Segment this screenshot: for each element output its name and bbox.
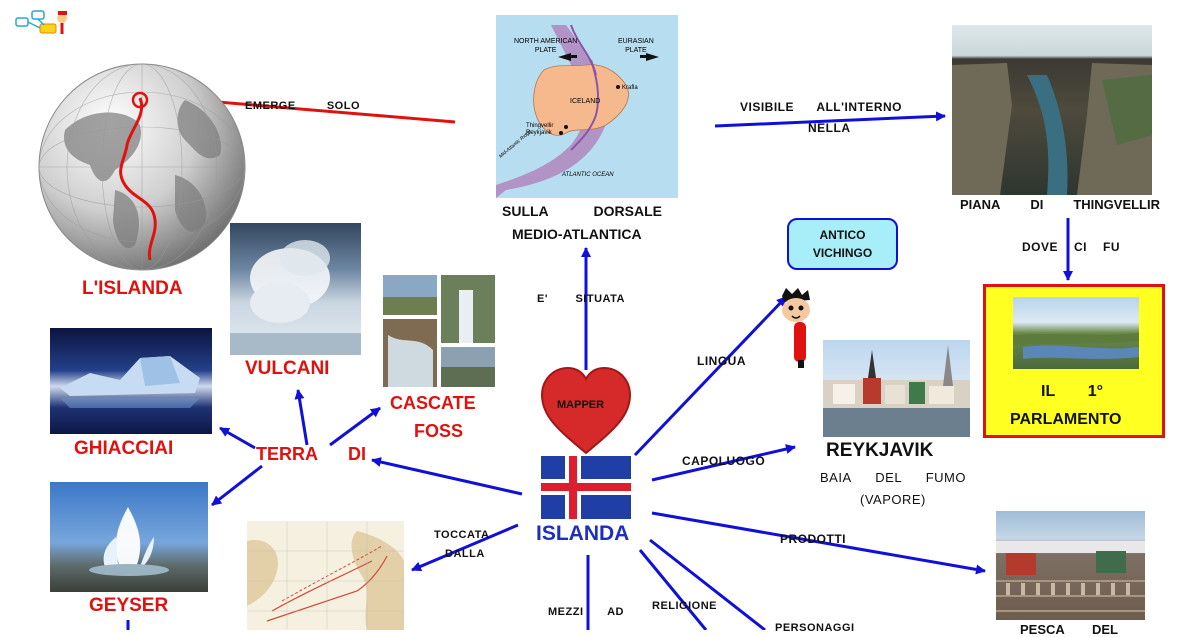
edge-label-personaggi: PERSONAGGI — [775, 622, 855, 634]
edge-label-visibile: VISIBILE ALL'INTERNO — [740, 100, 902, 114]
dorsale-title-line2[interactable]: MEDIO-ATLANTICA — [512, 226, 642, 242]
pesca-photo — [996, 511, 1145, 620]
iceland-title[interactable]: L'ISLANDA — [82, 278, 183, 299]
arrow-ghiacciai — [219, 426, 256, 450]
edge-label-emerge-solo: EMERGE SOLO — [245, 100, 360, 112]
edge-label-religione: RELIGIONE — [652, 600, 718, 612]
cascate-title-line2[interactable]: FOSS — [414, 421, 464, 441]
arrow-lingua — [633, 295, 788, 457]
arrow-geyser — [211, 464, 263, 507]
edge-label-dove-ci-fu: DOVE CI FU — [1022, 240, 1120, 254]
ridge-line — [119, 97, 157, 261]
cascate-photo — [383, 275, 495, 387]
vulcani-title[interactable]: VULCANI — [245, 358, 330, 379]
parlamento-title-line2: PARLAMENTO — [1010, 411, 1122, 428]
arrow-capoluogo — [651, 444, 796, 482]
center-title[interactable]: ISLANDA — [536, 522, 630, 545]
globe-image — [38, 63, 246, 271]
mapper-heart-label: MAPPER — [557, 399, 605, 411]
edge-label-mezzi-ad: MEZZI AD — [548, 606, 624, 618]
mascot-character-icon — [782, 288, 810, 368]
iceland-flag-icon — [541, 456, 631, 519]
cascate-title-line1[interactable]: CASCATE — [390, 393, 476, 413]
geyser-photo — [50, 482, 208, 592]
vulcani-photo — [230, 223, 361, 355]
mapper-logo-icon — [15, 10, 67, 34]
map-label-thingvellir: Thingvellir — [526, 123, 554, 129]
ghiacciai-photo — [50, 328, 212, 434]
voyages-map — [247, 521, 404, 630]
map-label-reykjavik: Reykjavik — [526, 130, 552, 136]
arrow-terra-di — [371, 457, 523, 496]
dorsale-title-line1[interactable]: SULLA DORSALE — [502, 203, 662, 219]
edge-label-dalla: DALLA — [445, 548, 485, 560]
ghiacciai-title[interactable]: GHIACCIAI — [74, 438, 174, 459]
arrow-visibile — [714, 111, 946, 128]
iceland-target-icon — [131, 91, 149, 109]
map-label-eurasian-plate: EURASIAN PLATE — [618, 38, 654, 54]
map-label-iceland: ICELAND — [570, 98, 601, 105]
reykjavik-subtitle-line2: (VAPORE) — [860, 492, 926, 507]
map-label-krafla: Krafla — [622, 85, 638, 91]
tectonic-map: NORTH AMERICAN PLATE EURASIAN PLATE ICEL… — [496, 15, 678, 198]
mapper-heart-icon — [540, 366, 632, 455]
map-label-north-american-plate: NORTH AMERICAN PLATE — [514, 38, 578, 54]
arrow-toccata — [411, 523, 519, 572]
reykjavik-photo — [823, 340, 970, 437]
edge-label-lingua: LINGUA — [697, 354, 746, 368]
reykjavik-title[interactable]: REYKJAVIK — [826, 440, 934, 461]
terra-di-title[interactable]: TERRA DI — [256, 444, 366, 464]
arrow-personaggi — [649, 538, 766, 630]
parlamento-title-line1: IL 1° — [1041, 383, 1103, 400]
antico-vichingo-box[interactable]: ANTICO VICHINGO — [787, 218, 898, 270]
thingvellir-photo — [952, 25, 1152, 195]
edge-label-prodotti: PRODOTTI — [780, 532, 846, 546]
edge-label-toccata: TOCCATA — [434, 529, 490, 541]
arrow-religione — [638, 549, 708, 630]
arrow-vulcani — [294, 389, 309, 446]
edge-label-capoluogo: CAPOLUOGO — [682, 454, 766, 468]
parlamento-box[interactable]: IL 1° PARLAMENTO — [983, 284, 1165, 438]
edge-label-situata: E' SITUATA — [537, 293, 625, 305]
arrow-cascate — [329, 406, 381, 447]
edge-label-nella: NELLA — [808, 121, 851, 135]
reykjavik-subtitle-line1: BAIA DEL FUMO — [820, 470, 966, 485]
geyser-title[interactable]: GEYSER — [89, 595, 169, 616]
map-label-atlantic-ocean: ATLANTIC OCEAN — [562, 172, 614, 178]
thingvellir-title[interactable]: PIANA DI THINGVELLIR — [960, 197, 1160, 212]
arrow-prodotti — [651, 511, 986, 575]
parlamento-photo — [1013, 297, 1139, 369]
